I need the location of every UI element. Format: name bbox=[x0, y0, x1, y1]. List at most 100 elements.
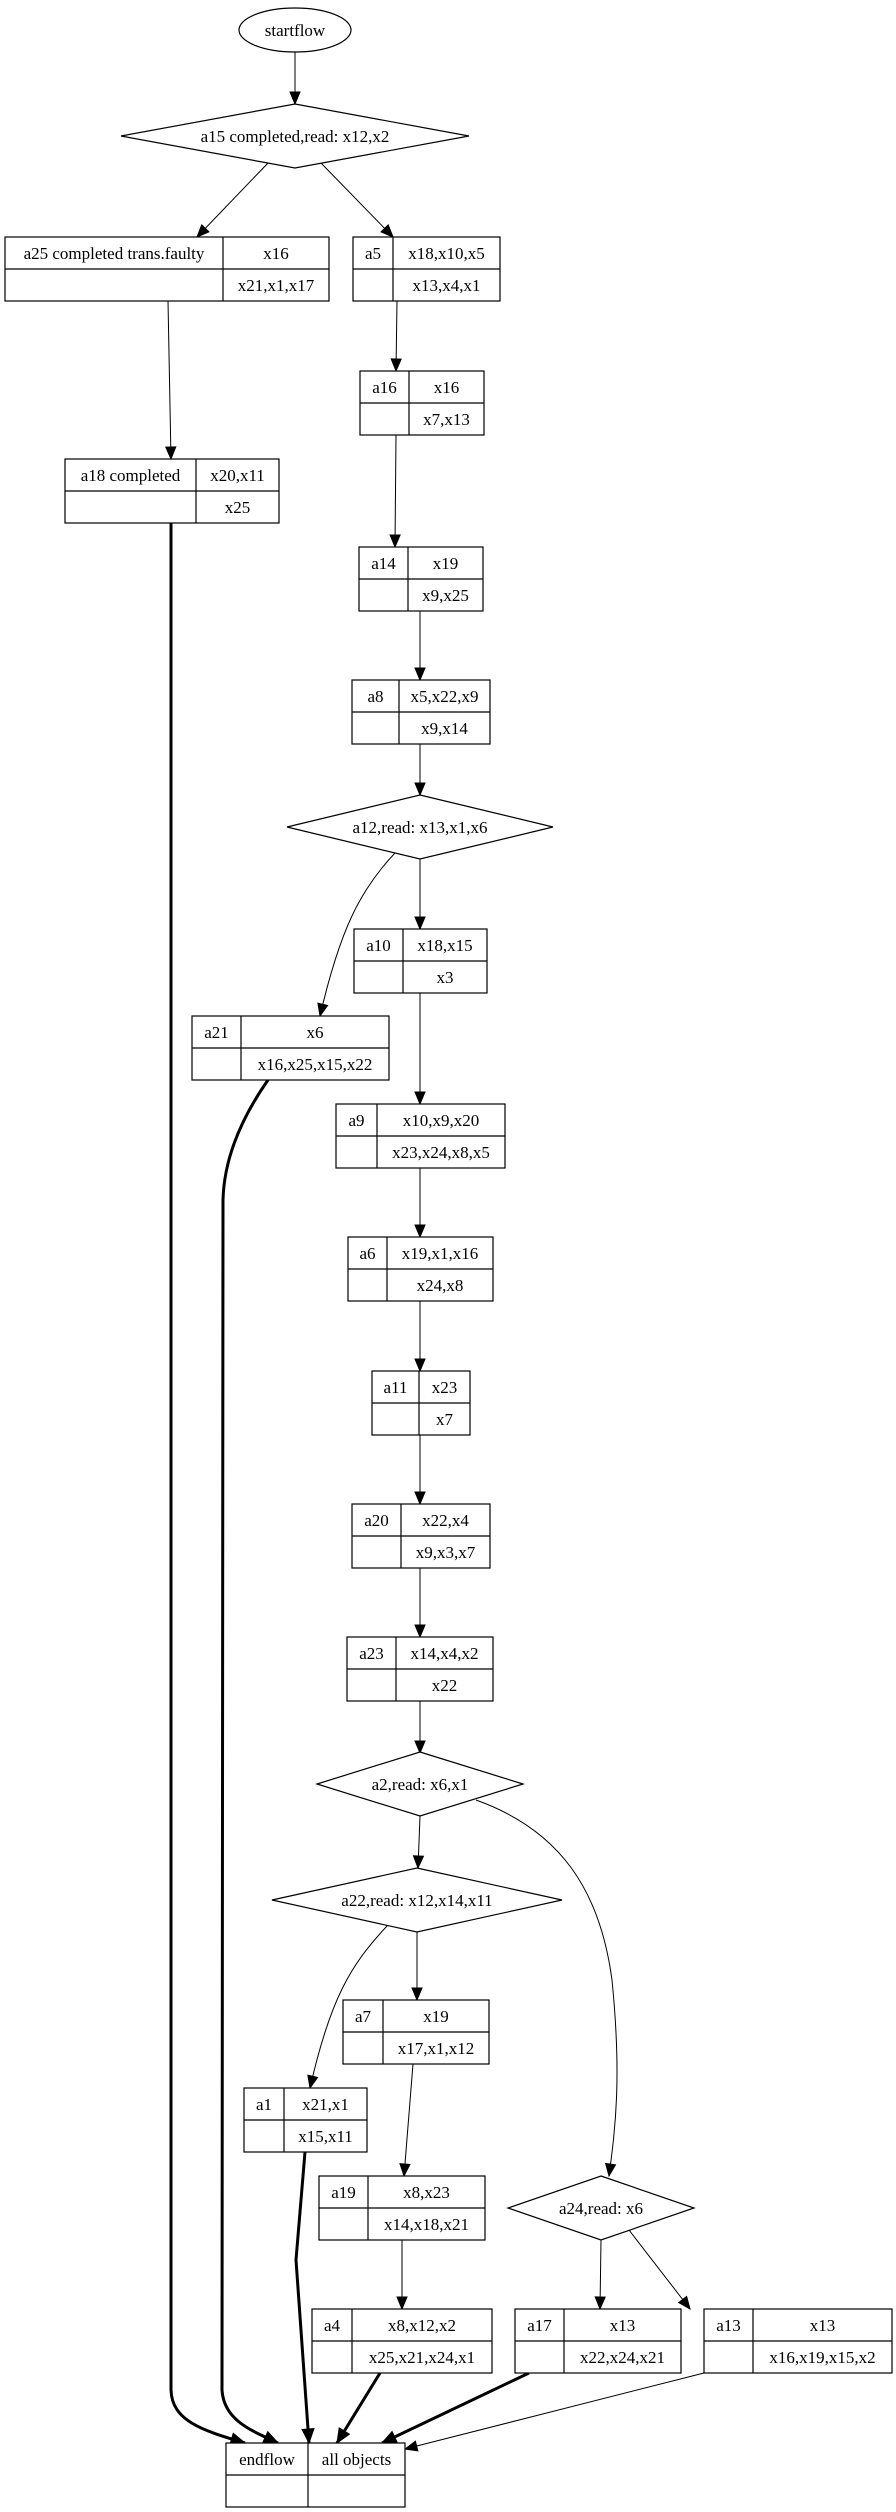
edge-a14-to-a8 bbox=[414, 611, 426, 682]
activity-node-a11: a11 x23 x7 bbox=[371, 1370, 471, 1436]
edge-a8-to-a12 bbox=[414, 744, 426, 797]
edge-a12-to-a21 bbox=[317, 852, 396, 1018]
arrowhead-icon bbox=[414, 1624, 426, 1639]
edge-a4-to-endflow bbox=[335, 2372, 382, 2445]
activity-writes: all objects bbox=[322, 2450, 391, 2469]
activity-writes: x8,x12,x2 bbox=[388, 2316, 456, 2335]
activity-name: a1 bbox=[256, 2095, 272, 2114]
arrowhead-icon bbox=[390, 358, 402, 373]
arrowhead-icon bbox=[262, 2430, 280, 2444]
activity-reads: x9,x14 bbox=[421, 719, 468, 738]
activity-name: a11 bbox=[384, 1378, 408, 1397]
activity-reads: x25 bbox=[225, 498, 251, 517]
activity-node-a18: a18 completed x20,x11 x25 bbox=[64, 458, 280, 524]
arrowhead-icon bbox=[399, 2163, 411, 2178]
arrowhead-icon bbox=[307, 2074, 319, 2090]
arrowhead-icon bbox=[594, 2296, 606, 2311]
arrowhead-icon bbox=[289, 91, 301, 106]
edge-a7-to-a19 bbox=[399, 2063, 414, 2178]
edge-a18-to-endflow bbox=[169, 523, 247, 2446]
activity-name: a14 bbox=[371, 554, 396, 573]
decision-node-a15: a15 completed,read: x12,x2 bbox=[120, 103, 470, 169]
nodes-layer: startflow a15 completed,read: x12,x2 a12,r… bbox=[4, 7, 893, 2508]
edge-line bbox=[220, 1079, 279, 2445]
start-node: startflow bbox=[238, 7, 352, 53]
edge-a21-to-endflow bbox=[220, 1079, 280, 2445]
activity-name: a6 bbox=[359, 1244, 375, 1263]
edge-a17-to-endflow bbox=[380, 2371, 530, 2445]
activity-writes: x16 bbox=[263, 244, 289, 263]
activity-name: a21 bbox=[204, 1023, 229, 1042]
activity-node-a25: a25 completed trans.faulty x16 x21,x1,x17 bbox=[4, 236, 330, 302]
decision-label: a22,read: x12,x14,x11 bbox=[341, 1891, 492, 1910]
edge-line bbox=[320, 162, 394, 238]
activity-reads: x14,x18,x21 bbox=[384, 2215, 469, 2234]
activity-reads: x21,x1,x17 bbox=[238, 276, 315, 295]
edge-a22-to-a7 bbox=[411, 1931, 423, 2002]
activity-writes: x19,x1,x16 bbox=[402, 1244, 479, 1263]
arrowhead-icon bbox=[414, 1740, 426, 1755]
edge-line bbox=[319, 852, 396, 1017]
decision-diamond bbox=[271, 1867, 563, 1933]
decision-node-a12: a12,read: x13,x1,x6 bbox=[286, 794, 554, 860]
activity-reads: x16,x25,x15,x22 bbox=[258, 1055, 373, 1074]
edge-a24-to-a13 bbox=[628, 2229, 691, 2311]
edge-a2-to-a24 bbox=[475, 1799, 618, 2178]
activity-writes: x23 bbox=[432, 1378, 458, 1397]
edge-a23-to-a2 bbox=[414, 1701, 426, 1755]
activity-writes: x19 bbox=[423, 2007, 449, 2026]
activity-writes: x16 bbox=[434, 378, 460, 397]
activity-writes: x8,x23 bbox=[403, 2183, 450, 2202]
decision-node-a22: a22,read: x12,x14,x11 bbox=[271, 1867, 563, 1933]
edge-a20-to-a23 bbox=[414, 1568, 426, 1639]
edge-line bbox=[403, 2063, 414, 2177]
arrowhead-icon bbox=[414, 1091, 426, 1106]
edge-a15-to-a25 bbox=[196, 162, 269, 238]
edge-a15-to-a5 bbox=[320, 162, 394, 238]
edge-line bbox=[167, 300, 172, 460]
edge-line bbox=[628, 2229, 691, 2310]
decision-node-a24: a24,read: x6 bbox=[506, 2175, 696, 2241]
edge-a16-to-a14 bbox=[389, 434, 401, 549]
arrowhead-icon bbox=[414, 1358, 426, 1373]
activity-name: a7 bbox=[355, 2007, 372, 2026]
arrowhead-icon bbox=[336, 2427, 351, 2445]
edge-line bbox=[196, 162, 269, 238]
activity-node-a7: a7 x19 x17,x1,x12 bbox=[342, 1999, 490, 2065]
activity-reads: x9,x3,x7 bbox=[416, 1543, 476, 1562]
arrowhead-icon bbox=[301, 2428, 315, 2445]
activity-name: a25 completed trans.faulty bbox=[24, 244, 205, 263]
arrowhead-icon bbox=[412, 1855, 425, 1870]
edge-a1-to-endflow bbox=[294, 2151, 315, 2445]
arrowhead-icon bbox=[403, 2440, 419, 2452]
activity-reads: x16,x19,x15,x2 bbox=[769, 2348, 875, 2367]
activity-name: a20 bbox=[364, 1511, 389, 1530]
activity-name: a10 bbox=[366, 936, 391, 955]
edge-a22-to-a1 bbox=[307, 1924, 389, 2090]
activity-writes: x18,x10,x5 bbox=[408, 244, 485, 263]
activity-writes: x22,x4 bbox=[422, 1511, 469, 1530]
edge-line bbox=[475, 1799, 618, 2177]
activity-writes: x20,x11 bbox=[210, 466, 265, 485]
edge-a11-to-a20 bbox=[414, 1435, 426, 1506]
activity-writes: x10,x9,x20 bbox=[403, 1111, 480, 1130]
start-label: startflow bbox=[265, 21, 326, 40]
activity-writes: x13 bbox=[810, 2316, 836, 2335]
edge-a25-to-a18 bbox=[165, 300, 177, 461]
activity-writes: x5,x22,x9 bbox=[411, 687, 479, 706]
arrowhead-icon bbox=[196, 223, 210, 238]
decision-label: a24,read: x6 bbox=[559, 2199, 643, 2218]
activity-reads: x7 bbox=[436, 1410, 454, 1429]
activity-reads: x17,x1,x12 bbox=[398, 2039, 475, 2058]
activity-writes: x14,x4,x2 bbox=[411, 1644, 479, 1663]
activity-reads: x22,x24,x21 bbox=[580, 2348, 665, 2367]
activity-node-a20: a20 x22,x4 x9,x3,x7 bbox=[351, 1503, 491, 1569]
activity-name: a4 bbox=[324, 2316, 341, 2335]
arrowhead-icon bbox=[414, 1491, 426, 1506]
decision-diamond bbox=[286, 794, 554, 860]
activity-name: a18 completed bbox=[81, 466, 181, 485]
